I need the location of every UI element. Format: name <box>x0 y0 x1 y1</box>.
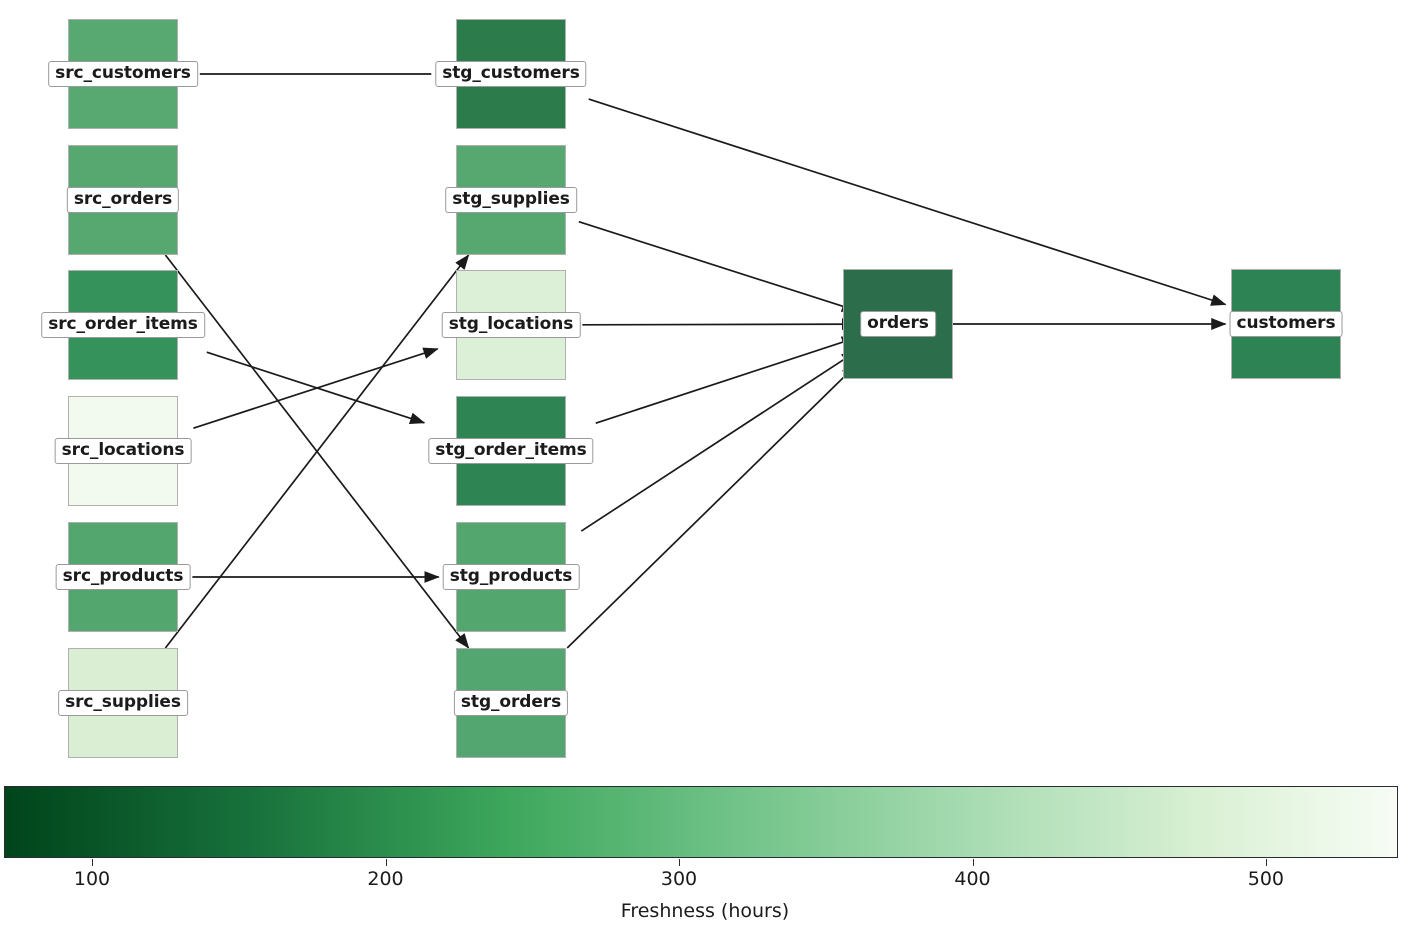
colorbar-tick-label-500: 500 <box>1247 868 1285 890</box>
colorbar-tick-label-300: 300 <box>660 868 698 890</box>
edge-src_supplies-to-stg_supplies <box>164 254 470 649</box>
node-label-src_locations: src_locations <box>54 437 192 465</box>
node-label-src_order_items: src_order_items <box>41 311 205 339</box>
edge-stg_supplies-to-orders <box>578 220 858 312</box>
node-label-src_orders: src_orders <box>66 186 180 214</box>
node-label-customers: customers <box>1229 310 1343 338</box>
edge-layer <box>164 73 1227 649</box>
node-label-orders: orders <box>860 310 936 338</box>
colorbar-tick-label-200: 200 <box>367 868 404 890</box>
colorbar-tick-300 <box>679 859 680 866</box>
edge-stg_locations-to-orders <box>582 318 858 331</box>
node-label-stg_products: stg_products <box>442 563 580 591</box>
edge-stg_order_items-to-orders <box>595 336 858 425</box>
colorbar: 100 200 300 400 500 Freshness (hours) <box>0 786 1410 926</box>
node-label-src_supplies: src_supplies <box>58 689 188 717</box>
colorbar-tick-label-100: 100 <box>73 868 111 890</box>
colorbar-tick-500 <box>1265 859 1267 866</box>
colorbar-tick-400 <box>972 859 974 866</box>
edge-src_locations-to-stg_locations <box>193 347 439 430</box>
node-label-stg_orders: stg_orders <box>453 689 569 717</box>
node-label-stg_supplies: stg_supplies <box>445 186 577 214</box>
edge-stg_products-to-orders <box>580 350 858 532</box>
node-label-stg_locations: stg_locations <box>441 311 581 339</box>
colorbar-gradient <box>4 786 1398 858</box>
node-label-stg_customers: stg_customers <box>435 60 587 88</box>
colorbar-tick-100 <box>92 859 93 866</box>
colorbar-tick-label-400: 400 <box>954 868 991 890</box>
node-label-src_products: src_products <box>55 563 191 591</box>
colorbar-label: Freshness (hours) <box>620 900 790 922</box>
edge-src_order_items-to-stg_order_items <box>206 351 426 425</box>
colorbar-tick-200 <box>385 859 387 866</box>
edge-stg_orders-to-orders <box>566 364 857 649</box>
node-label-stg_order_items: stg_order_items <box>428 437 594 465</box>
edge-stg_customers-to-customers <box>588 98 1227 306</box>
node-label-src_customers: src_customers <box>48 60 198 88</box>
edges <box>164 73 1227 649</box>
